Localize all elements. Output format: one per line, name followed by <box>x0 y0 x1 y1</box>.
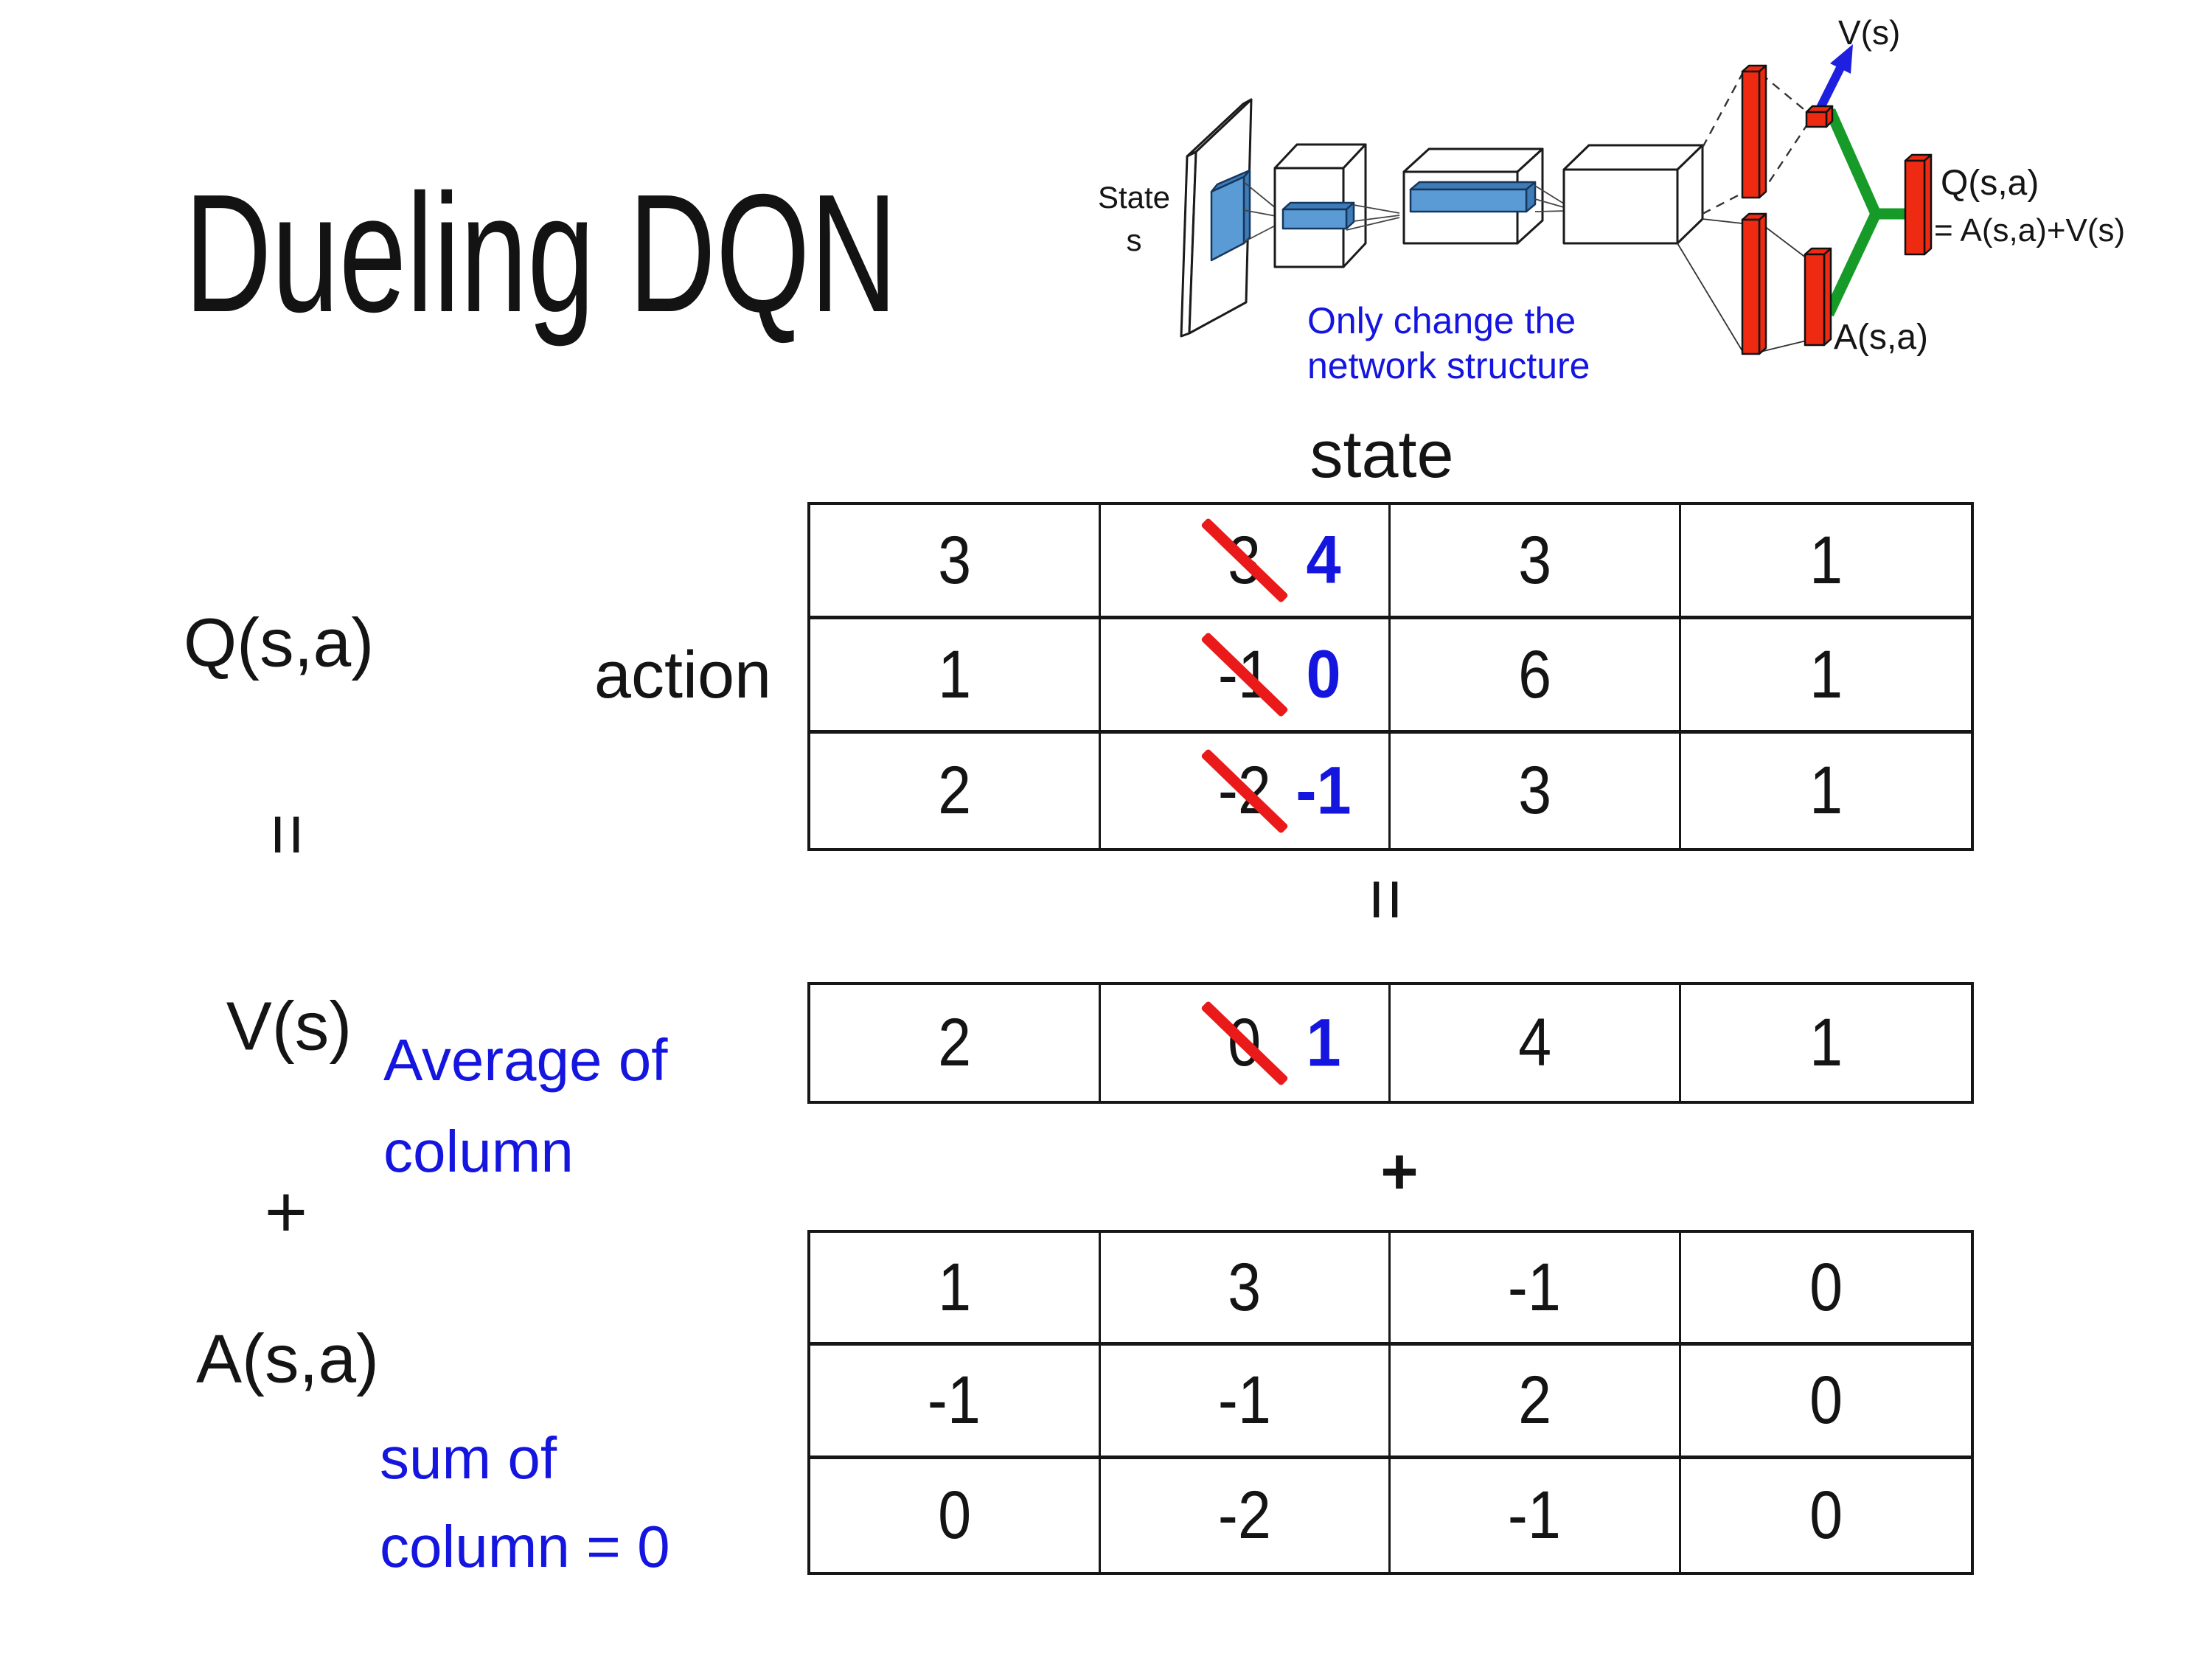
page-title: Dueling DQN <box>184 160 898 347</box>
a-cell-r3c2: -2 <box>1101 1458 1391 1572</box>
a-cell-r3c4: 0 <box>1809 1477 1843 1553</box>
a-note-line1: sum of <box>380 1425 557 1491</box>
fan-lines-2 <box>1346 204 1400 231</box>
q-cell-r1c2-corrected: 3 4 <box>1100 505 1391 619</box>
corrected-value: 0 <box>1306 636 1341 712</box>
q-cell-r2c3: 6 <box>1391 619 1681 734</box>
state-axis-label: state <box>1310 418 1454 492</box>
a-vector-bar <box>1804 247 1832 347</box>
v-note-line2: column <box>383 1119 574 1184</box>
q-cell-r1c3: 3 <box>1391 505 1681 619</box>
corrected-value: 1 <box>1306 1005 1341 1080</box>
fc-bar-top <box>1741 64 1767 199</box>
plus-left-symbol: + <box>264 1171 308 1253</box>
conv-filter-patch <box>1210 169 1251 262</box>
a-term-label: A(s,a) <box>195 1320 380 1397</box>
plus-center-symbol: + <box>1380 1135 1419 1208</box>
q-table: 3 3 4 3 1 1 -1 0 6 1 2 -2 -1 3 1 <box>807 502 1974 851</box>
q-cell-r2c4: 1 <box>1680 619 1971 734</box>
network-diagram: State s V(s) Q(s,a) = A(s,a)+V(s) A(s,a)… <box>1098 13 2125 386</box>
a-cell-r1c2: 3 <box>1100 1233 1391 1346</box>
fc-box <box>1562 144 1704 245</box>
a-cell-r1c3: -1 <box>1391 1233 1681 1346</box>
fc-connectors <box>1677 73 1744 352</box>
a-cell-r2c1: -1 <box>810 1346 1101 1459</box>
a-branch-lines <box>1760 223 1807 352</box>
a-cell-r2c4: 0 <box>1680 1346 1971 1459</box>
fan-lines-3 <box>1534 185 1567 212</box>
a-note-line2: column = 0 <box>380 1514 670 1579</box>
diagram-vs-label: V(s) <box>1838 13 1900 52</box>
q-cell-r3c2-corrected: -2 -1 <box>1101 734 1391 848</box>
q-cell-r1c1: 3 <box>810 505 1101 619</box>
diagram-q-formula-label: = A(s,a)+V(s) <box>1934 212 2125 248</box>
diagram-asa-label: A(s,a) <box>1834 318 1928 357</box>
q-cell-r2c2-corrected: -1 0 <box>1100 619 1391 734</box>
equals-left-symbol: = <box>246 813 329 857</box>
feature-slab-1 <box>1281 201 1355 230</box>
v-row-table: 2 0 1 4 1 <box>807 982 1974 1104</box>
v-cell-c2-corrected: 0 1 <box>1101 985 1391 1101</box>
equals-center-symbol: = <box>1345 877 1427 922</box>
v-branch-dashed-lines <box>1759 73 1809 195</box>
diagram-note-line1: Only change the <box>1307 300 1576 341</box>
q-cell-r3c4: 1 <box>1809 753 1843 828</box>
v-term-label: V(s) <box>226 987 352 1065</box>
q-cell-r3c1: 2 <box>810 734 1101 848</box>
diagram-s-label: s <box>1127 223 1142 257</box>
a-cell-r3c3: -1 <box>1391 1458 1681 1572</box>
v-arrow <box>1815 44 1853 111</box>
q-vector-bar <box>1904 153 1933 256</box>
v-cell-c4: 1 <box>1809 1005 1843 1080</box>
q-cell-r3c3: 3 <box>1391 734 1681 848</box>
diagram-state-label: State <box>1098 180 1170 215</box>
combine-links <box>1823 108 1910 317</box>
a-cell-r2c3: 2 <box>1391 1346 1681 1459</box>
diagram-qsa-label: Q(s,a) <box>1941 164 2039 203</box>
a-table: 1 3 -1 0 -1 -1 2 0 0 -2 -1 0 <box>807 1230 1974 1575</box>
corrected-value: 4 <box>1306 522 1341 598</box>
v-note-line1: Average of <box>383 1027 668 1093</box>
q-cell-r1c4: 1 <box>1680 505 1971 619</box>
v-scalar-cube <box>1805 105 1834 128</box>
a-cell-r1c4: 0 <box>1680 1233 1971 1346</box>
v-cell-c1: 2 <box>810 985 1101 1101</box>
q-cell-r2c1: 1 <box>810 619 1101 734</box>
corrected-value: -1 <box>1295 753 1352 828</box>
diagram-note-line2: network structure <box>1307 345 1590 386</box>
a-cell-r1c1: 1 <box>810 1233 1101 1346</box>
v-cell-c3: 4 <box>1391 985 1681 1101</box>
fc-bar-bottom <box>1741 212 1767 355</box>
a-cell-r3c1: 0 <box>810 1458 1101 1572</box>
a-cell-r2c2: -1 <box>1100 1346 1391 1459</box>
action-axis-label: action <box>594 639 772 712</box>
q-term-label: Q(s,a) <box>183 604 375 681</box>
feature-slab-2 <box>1409 181 1537 213</box>
